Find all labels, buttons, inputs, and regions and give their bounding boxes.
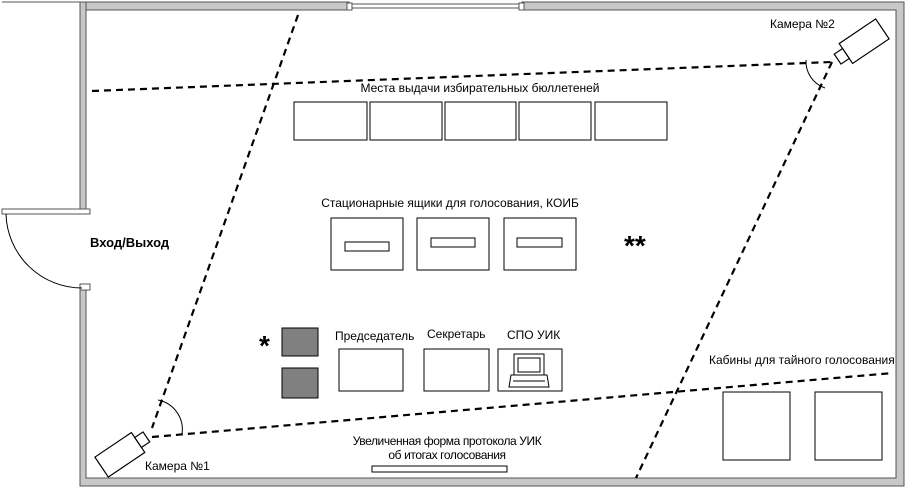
chairman-table [338,348,404,392]
secretary-label: Секретарь [427,327,486,341]
double-asterisk-marker: ** [624,230,646,261]
camera2-arc [805,59,826,89]
shaded-table-bottom [281,367,319,399]
ballot-box-slot [344,241,390,252]
ballot-table [518,101,592,141]
protocol-label-line2: об итогах голосования [388,448,506,462]
ballot-table [594,101,668,141]
spo-uik-label: СПО УИК [507,328,561,342]
secretary-table [423,348,490,392]
booths-label: Кабины для тайного голосования [709,353,895,367]
ballot-box [503,217,577,271]
camera1-arc [157,399,183,435]
ballot-box-slot [516,237,563,248]
protocol-label-line1: Увеличенная форма протокола УИК [352,434,542,448]
ballot-tables [293,101,668,141]
ballot-table [293,101,368,141]
ballot-places-label: Места выдачи избирательных бюллетеней [360,81,600,95]
protocol-board [371,465,508,473]
voting-booth [722,391,791,461]
camera1-label: Камера №1 [145,459,210,473]
single-asterisk-marker: * [259,330,270,361]
ballot-table [369,101,443,141]
chairman-label: Председатель [335,329,415,343]
voting-booth [814,391,883,461]
camera2-security-camera-icon [833,18,890,65]
window [346,2,525,11]
door-swing-icon [1,208,91,291]
ballot-box-slot [430,237,476,248]
ballot-boxes [330,217,577,271]
camera1-security-camera-icon [94,431,151,478]
ballot-table [444,101,517,141]
computer-icon [508,353,550,388]
camera2-label: Камера №2 [770,17,835,31]
camera-coverage-lines [91,14,894,479]
shaded-table-top [281,327,319,357]
left-wall-upper [79,1,87,210]
ballot-boxes-label: Стационарные ящики для голосования, КОИБ [321,196,579,210]
entrance-label: Вход/Выход [90,235,170,250]
